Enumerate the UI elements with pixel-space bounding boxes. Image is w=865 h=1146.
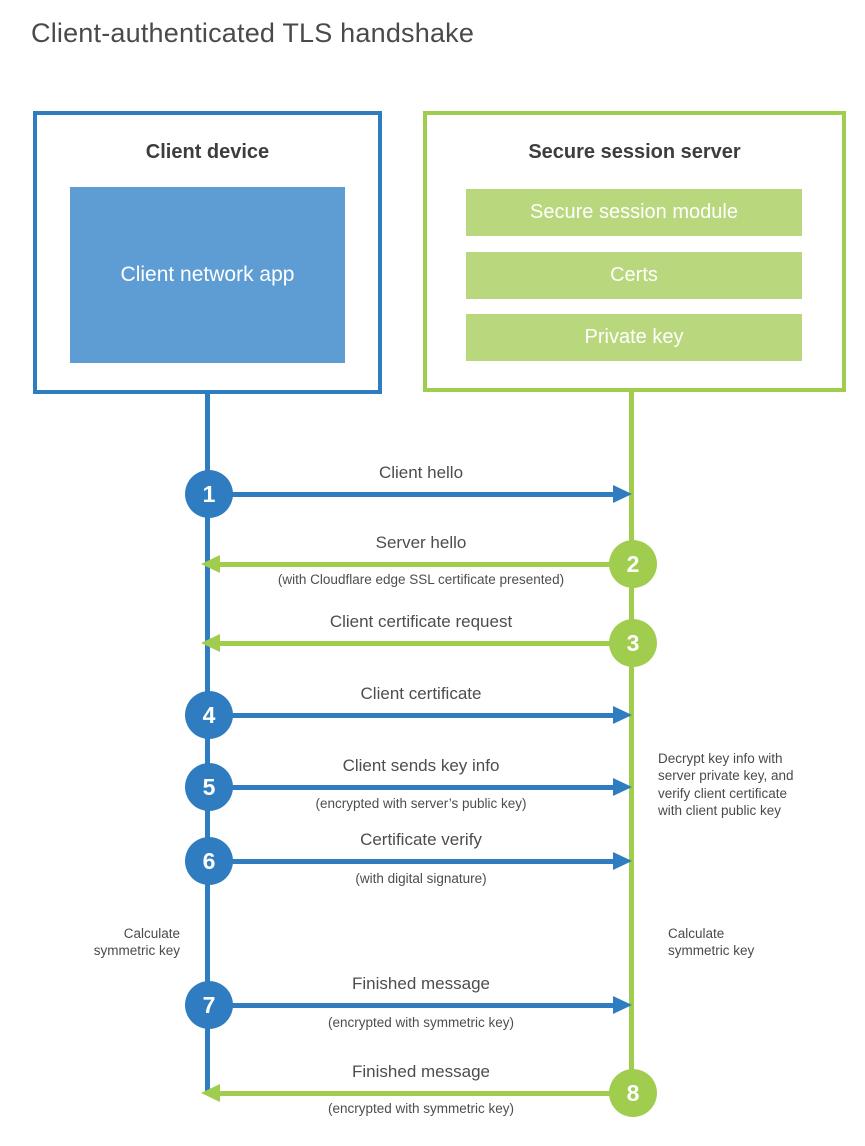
client-lifeline [205,392,210,1093]
step2-circle: 2 [609,540,657,588]
decrypt-note-line: verify client certificate [658,785,788,801]
step5-arrow [209,785,613,790]
step7-sublabel: (encrypted with symmetric key) [327,1015,515,1030]
step6-number: 6 [202,847,216,874]
step6-arrow [209,859,613,864]
step2-sublabel: (with Cloudflare edge SSL certificate pr… [277,572,565,587]
step8-sublabel: (encrypted with symmetric key) [327,1101,515,1116]
step2-arrow [220,562,633,567]
client-network-app-label: Client network app [120,263,295,287]
step4-circle: 4 [185,691,233,739]
step5-circle: 5 [185,763,233,811]
step5-label: Client sends key info [342,756,500,775]
server-module-private-key: Private key [466,314,802,361]
client-device-title: Client device [145,141,270,163]
calculate-symmetric-key-client-note: Calculate symmetric key [52,925,180,960]
step2-label: Server hello [375,533,467,552]
step8-label: Finished message [352,1062,490,1081]
step5-sublabel: (encrypted with server’s public key) [315,796,527,811]
step3-arrow [220,641,633,646]
step8-arrow [220,1091,633,1096]
step8-circle: 8 [609,1069,657,1117]
step1-arrowhead-right-icon [613,485,632,503]
step1-number: 1 [202,480,216,507]
step7-label: Finished message [352,974,490,993]
step3-arrowhead-left-icon [201,634,220,652]
step7-arrow [209,1003,613,1008]
decrypt-key-note: Decrypt key info with server private key… [658,750,843,819]
step1-arrow [209,492,613,497]
server-module-label: Certs [610,264,658,286]
step8-number: 8 [626,1079,640,1106]
server-module-secure-session-module: Secure session module [466,189,802,236]
step7-arrowhead-right-icon [613,996,632,1014]
step8-arrowhead-left-icon [201,1084,220,1102]
step2-number: 2 [626,550,640,577]
step3-circle: 3 [609,619,657,667]
step6-arrowhead-right-icon [613,852,632,870]
server-module-label: Private key [584,326,684,348]
step6-sublabel: (with digital signature) [355,871,487,886]
step4-number: 4 [202,701,216,728]
step6-label: Certificate verify [360,830,482,849]
step3-label: Client certificate request [329,612,513,631]
step4-label: Client certificate [360,684,482,703]
calc-note-line: symmetric key [93,943,180,959]
step7-circle: 7 [185,981,233,1029]
step1-circle: 1 [185,470,233,518]
step4-arrow [209,713,613,718]
step5-number: 5 [202,773,216,800]
decrypt-note-line: server private key, and [658,768,794,784]
calculate-symmetric-key-server-note: Calculate symmetric key [668,925,798,960]
step7-number: 7 [202,991,216,1018]
step6-circle: 6 [185,837,233,885]
page-title: Client-authenticated TLS handshake [31,18,475,48]
calc-note-line: Calculate [123,926,180,941]
server-module-label: Secure session module [530,201,738,223]
decrypt-note-line: Decrypt key info with [658,751,783,766]
secure-session-server-title: Secure session server [528,141,741,163]
calc-note-line: Calculate [668,926,725,941]
decrypt-note-line: with client public key [658,802,782,818]
step1-label: Client hello [378,463,464,482]
client-network-app-box: Client network app [70,187,345,363]
step5-arrowhead-right-icon [613,778,632,796]
step3-number: 3 [626,629,640,656]
server-module-certs: Certs [466,252,802,299]
step2-arrowhead-left-icon [201,555,220,573]
step4-arrowhead-right-icon [613,706,632,724]
server-lifeline [629,390,634,1095]
calc-note-line: symmetric key [668,943,755,959]
